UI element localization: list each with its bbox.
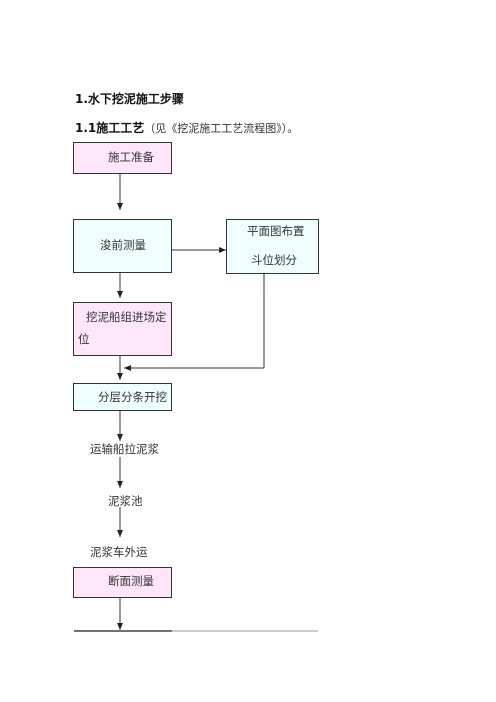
box-construction-prep: 施工准备 <box>73 142 172 174</box>
box-construction-prep-label: 施工准备 <box>108 150 154 164</box>
box-dredger-positioning-line1: 挖泥船组进场定 <box>86 310 167 324</box>
step-transport-mud: 运输船拉泥浆 <box>90 442 159 456</box>
box-dredger-positioning: 挖泥船组进场定 位 <box>73 302 172 356</box>
box-section-survey-label: 断面测量 <box>108 574 154 588</box>
box-layout-plan-line1: 平面图布置 <box>247 224 305 238</box>
box-dredger-positioning-line2: 位 <box>78 332 90 346</box>
box-pre-dredge-survey: 浚前测量 <box>73 219 172 273</box>
subsection-note: （见《挖泥施工工艺流程图》）。 <box>144 122 299 135</box>
box-section-survey: 断面测量 <box>73 567 172 598</box>
box-layered-excavation: 分层分条开挖 <box>73 383 172 411</box>
section-title: 1.水下挖泥施工步骤 <box>75 92 184 106</box>
box-layout-plan-line2: 斗位划分 <box>251 253 297 267</box>
step-mud-pool: 泥浆池 <box>108 494 143 508</box>
subsection-title: 1.1施工工艺 <box>75 121 145 135</box>
subsection-heading: 1.1施工工艺（见《挖泥施工工艺流程图》）。 <box>75 119 298 136</box>
step-haul-mud: 泥浆车外运 <box>90 545 148 559</box>
box-pre-dredge-survey-label: 浚前测量 <box>100 238 146 252</box>
box-layered-excavation-label: 分层分条开挖 <box>98 390 167 404</box>
box-layout-plan: 平面图布置 斗位划分 <box>226 219 319 274</box>
